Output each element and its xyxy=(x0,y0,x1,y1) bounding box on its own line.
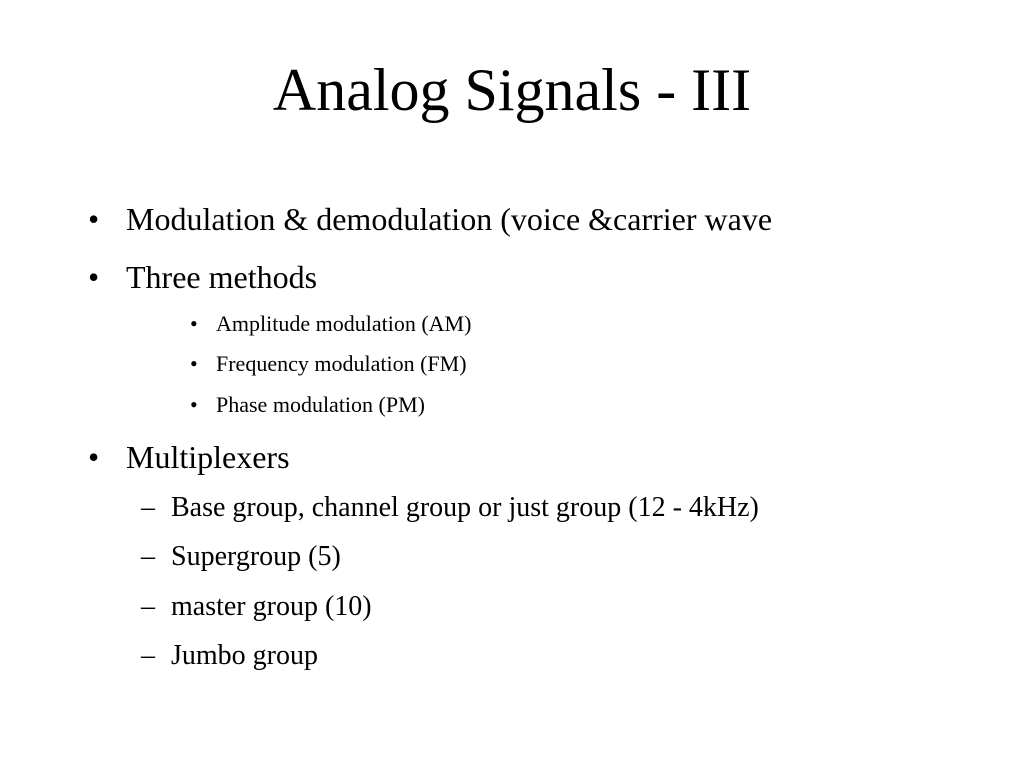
sub-bullet-item-am: • Amplitude modulation (AM) xyxy=(190,310,790,338)
slide-title: Analog Signals - III xyxy=(272,57,752,123)
bullet-item-modulation: • Modulation & demodulation (voice &carr… xyxy=(88,199,988,239)
dash-item-master-group: – master group (10) xyxy=(141,589,961,625)
sub-bullet-text: Amplitude modulation (AM) xyxy=(216,311,472,336)
dash-item-text: Supergroup (5) xyxy=(171,541,341,572)
bullet-text: Multiplexers xyxy=(126,439,290,475)
sub-bullet-text: Phase modulation (PM) xyxy=(216,392,425,417)
bullet-item-three-methods: • Three methods xyxy=(88,257,988,297)
dash-item-base-group: – Base group, channel group or just grou… xyxy=(141,490,961,526)
dash-marker: – xyxy=(141,640,155,671)
dash-marker: – xyxy=(141,591,155,622)
dash-item-text: master group (10) xyxy=(171,591,372,622)
dash-item-jumbo-group: – Jumbo group xyxy=(141,638,961,674)
dash-item-text: Jumbo group xyxy=(171,640,318,671)
dash-item-text: Base group, channel group or just group … xyxy=(171,492,759,523)
bullet-marker: • xyxy=(88,439,100,475)
sub-bullet-item-pm: • Phase modulation (PM) xyxy=(190,391,790,419)
bullet-marker: • xyxy=(88,201,100,237)
dash-item-supergroup: – Supergroup (5) xyxy=(141,539,961,575)
bullet-marker: • xyxy=(88,259,100,295)
dash-marker: – xyxy=(141,541,155,572)
bullet-marker: • xyxy=(190,351,198,376)
bullet-text: Modulation & demodulation (voice &carrie… xyxy=(126,201,773,237)
sub-bullet-item-fm: • Frequency modulation (FM) xyxy=(190,350,790,378)
dash-marker: – xyxy=(141,492,155,523)
bullet-marker: • xyxy=(190,311,198,336)
bullet-item-multiplexers: • Multiplexers xyxy=(88,437,988,477)
bullet-text: Three methods xyxy=(126,259,318,295)
sub-bullet-text: Frequency modulation (FM) xyxy=(216,351,467,376)
bullet-marker: • xyxy=(190,392,198,417)
